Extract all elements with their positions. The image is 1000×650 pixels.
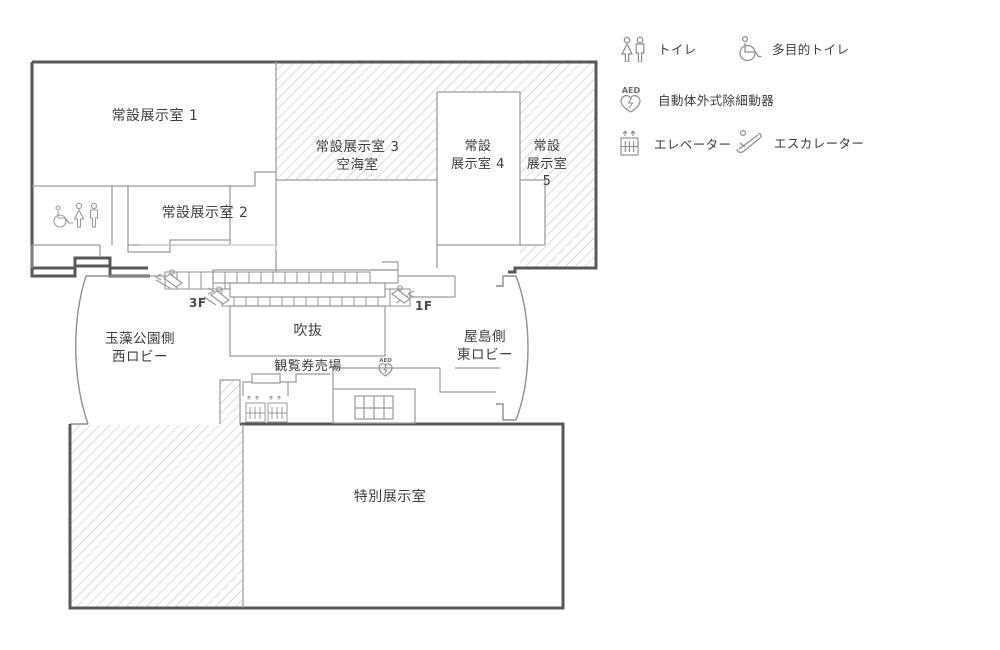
escalator-label-1f: 1F <box>415 299 433 313</box>
hatched-zone-bottom-left <box>70 380 243 608</box>
legend-label-accessible-toilet: 多目的トイレ <box>772 41 850 57</box>
escalator-glyph-left <box>155 269 184 289</box>
east-lobby-label: 屋島側 東ロビー <box>457 329 513 364</box>
room-label-1: 常設展示室 1 <box>111 108 199 124</box>
legend-label-toilet: トイレ <box>658 41 697 57</box>
svg-text:AED: AED <box>379 358 392 364</box>
legend-label-elevator: エレベーター <box>654 136 732 152</box>
legend-label-aed: 自動体外式除細動器 <box>658 92 775 108</box>
west-lobby-label: 玉藻公園側 西ロビー <box>105 331 175 366</box>
east-lobby-wall <box>515 275 529 421</box>
west-lobby-wall <box>75 275 89 425</box>
escalator-glyph-1f <box>390 285 415 304</box>
legend-label-escalator: エスカレーター <box>774 135 865 151</box>
aed-icon: AED <box>618 84 648 114</box>
room-label-5: 常設 展示室 5 <box>526 139 568 190</box>
room-label-3: 常設展示室 3 空海室 <box>315 139 400 174</box>
legend-item-escalator: エスカレーター <box>734 129 864 155</box>
aed-icon-plan: AED <box>378 358 393 377</box>
svg-text:AED: AED <box>622 86 641 95</box>
floor-plan-diagram: AED <box>30 60 598 610</box>
legend-item-aed: AED 自動体外式除細動器 <box>618 84 774 114</box>
escalator-glyph-3f <box>203 286 231 306</box>
toilet-icons-plan <box>53 202 99 228</box>
special-exhibition-label: 特別展示室 <box>353 489 427 505</box>
elevator-icon <box>618 129 644 157</box>
toilet-icon <box>618 34 648 62</box>
legend-item-accessible-toilet: 多目的トイレ <box>736 34 849 62</box>
special-exhibition-wall <box>68 422 565 610</box>
service-counters <box>219 373 330 424</box>
atrium-outline <box>229 305 386 357</box>
elevator-icon-1 <box>245 395 266 423</box>
escalator-icon <box>734 129 764 155</box>
legend-item-toilet: トイレ <box>618 34 697 62</box>
stairwell <box>332 367 440 424</box>
elevator-icon-2 <box>267 395 288 423</box>
ticket-office-label: 観覧券売場 <box>274 359 342 374</box>
room-label-4: 常設 展示室 4 <box>451 139 505 172</box>
legend-item-elevator: エレベーター <box>618 129 731 157</box>
room-label-2: 常設展示室 2 <box>161 205 249 221</box>
escalator-assembly <box>148 261 455 307</box>
escalator-label-3f: 3F <box>189 296 207 310</box>
atrium-label: 吹抜 <box>293 323 323 339</box>
accessible-toilet-icon <box>736 34 762 62</box>
interior-partitions <box>31 62 546 272</box>
